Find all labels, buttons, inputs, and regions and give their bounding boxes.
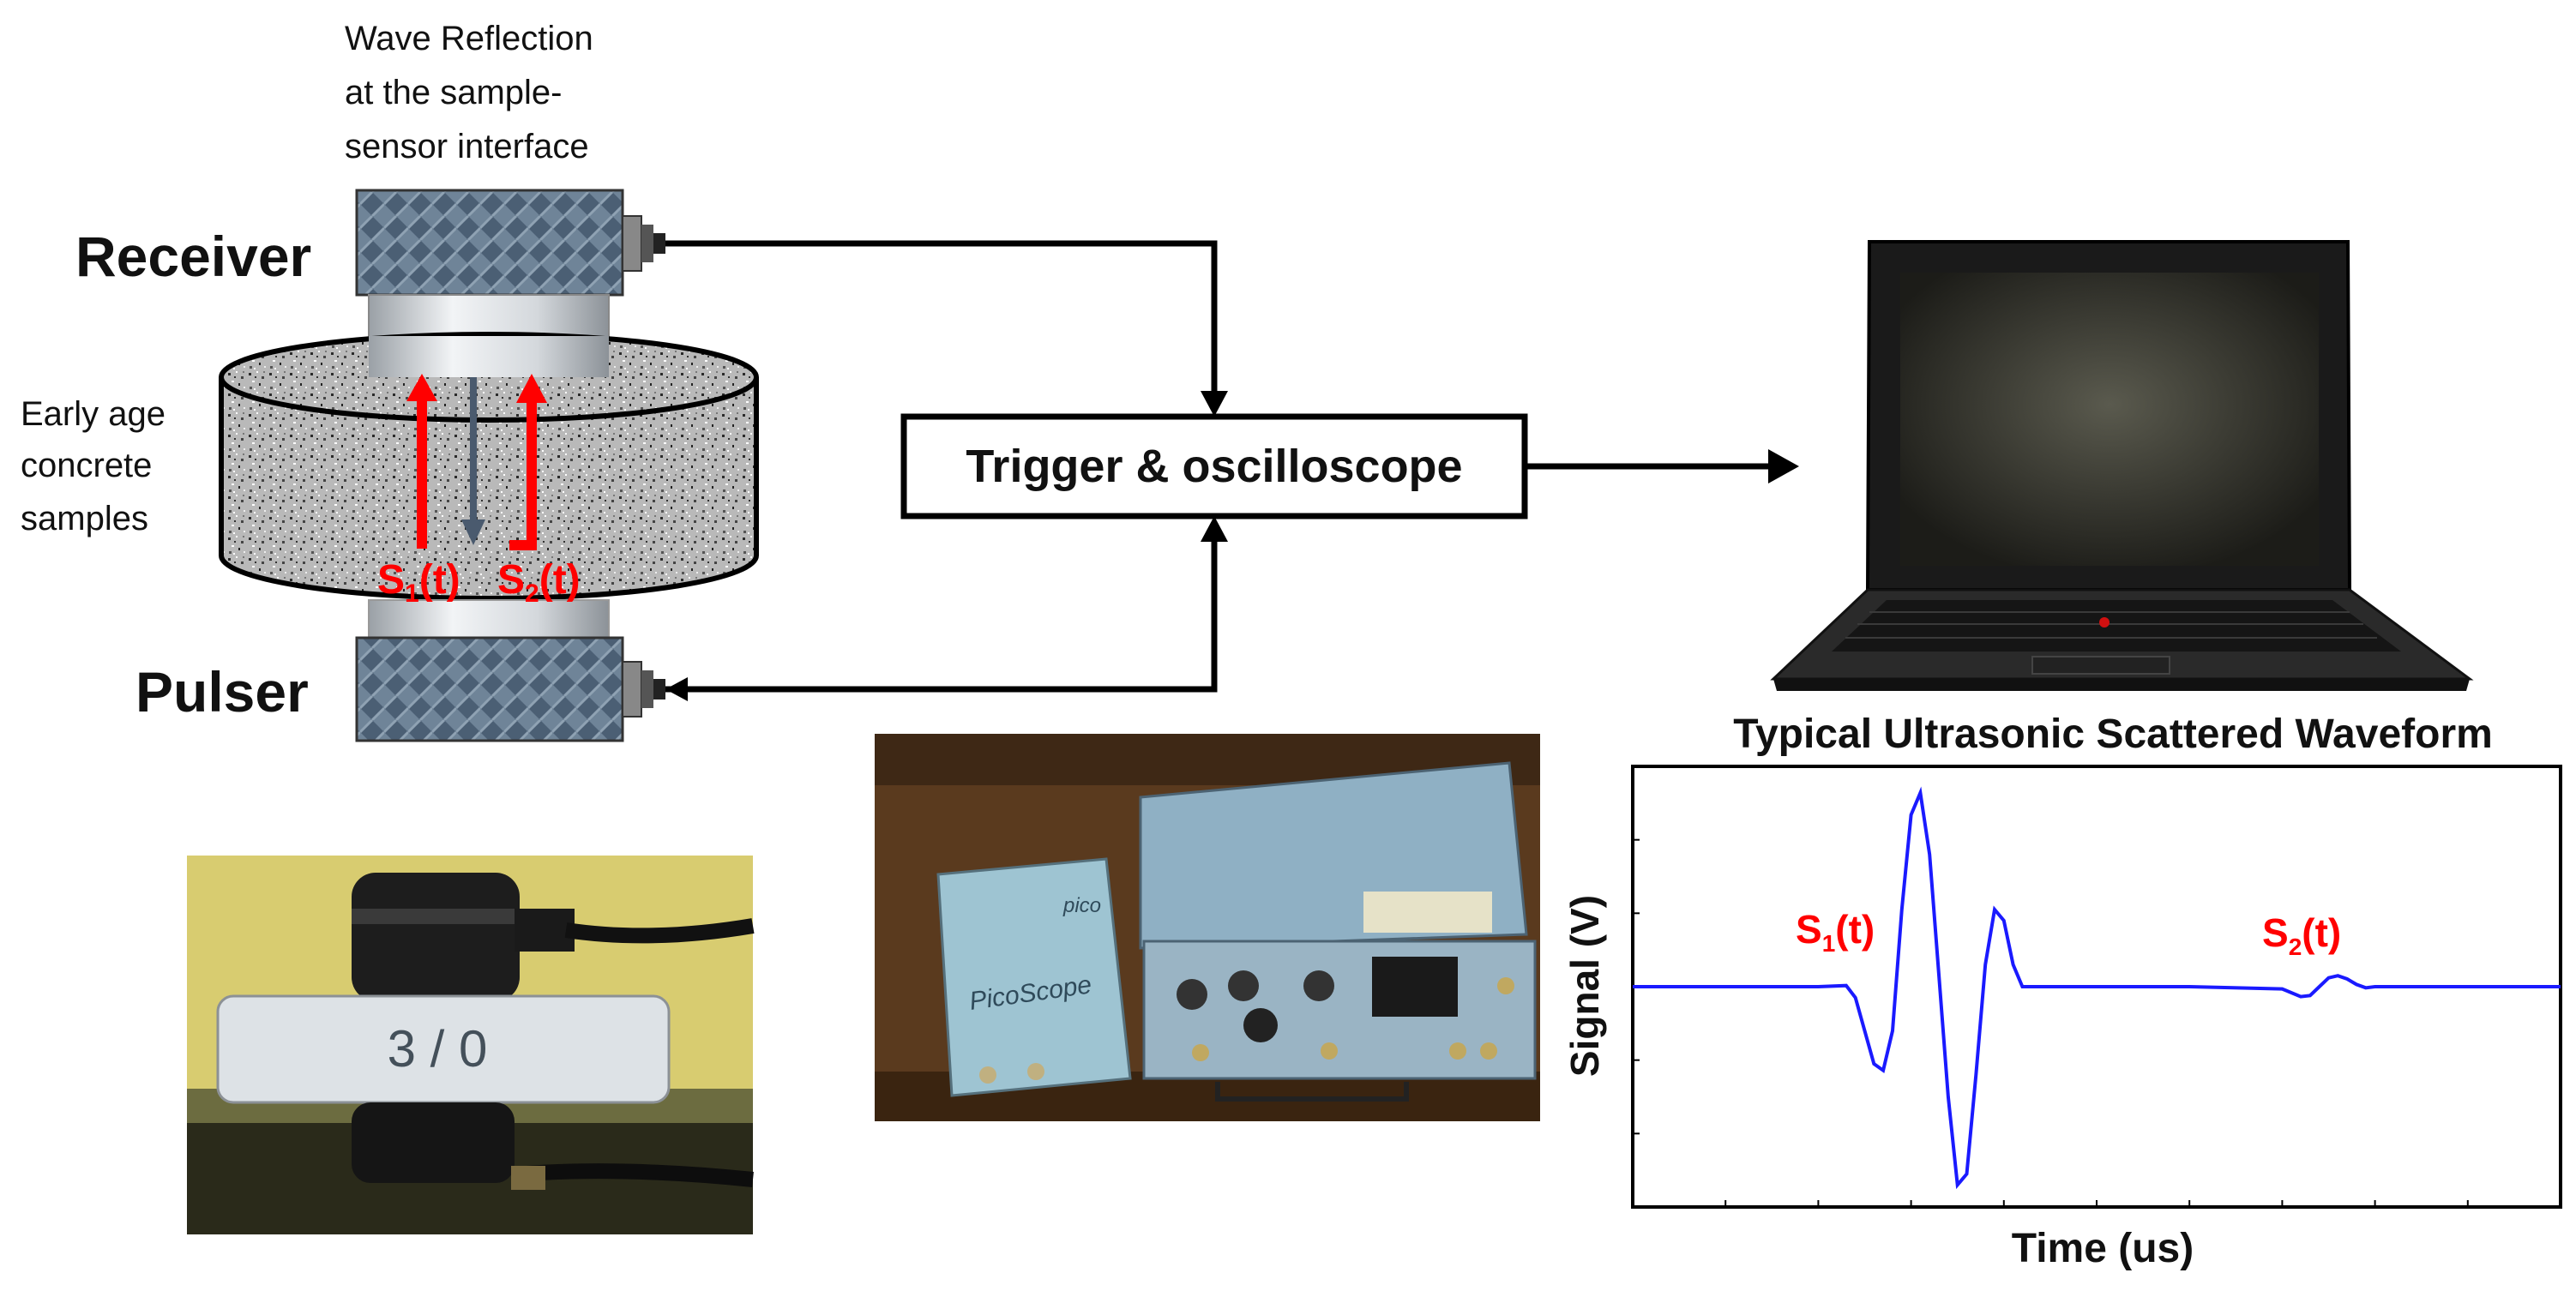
chart-ylabel: Signal (V) — [1562, 895, 1607, 1077]
svg-text:S2(t): S2(t) — [2262, 910, 2341, 960]
pulser-arrowhead — [665, 677, 688, 701]
pulser-label: Pulser — [135, 660, 309, 724]
to-laptop-arrowhead — [1768, 449, 1799, 483]
receiver-cable — [665, 240, 1218, 396]
svg-text:sensor interface: sensor interface — [345, 128, 589, 165]
svg-text:Trigger & oscilloscope: Trigger & oscilloscope — [966, 441, 1462, 492]
svg-text:Wave Reflection: Wave Reflection — [345, 20, 593, 57]
svg-text:S1(t): S1(t) — [377, 557, 460, 608]
receiver-label: Receiver — [75, 225, 311, 288]
svg-text:at the sample-: at the sample- — [345, 74, 562, 111]
waveform-line — [1633, 786, 2561, 1190]
s1-label: S1(t) — [377, 557, 460, 608]
concrete-sample — [219, 332, 759, 601]
pulser-transducer — [355, 599, 665, 742]
svg-text:concrete: concrete — [21, 447, 152, 484]
svg-text:S1(t): S1(t) — [1796, 907, 1875, 957]
equipment-photo: PicoScope pico — [875, 734, 1540, 1121]
samples-caption: Early age concrete samples — [21, 395, 166, 537]
chart-annotation-s2: S2(t) — [2262, 910, 2341, 960]
svg-text:Early age: Early age — [21, 395, 166, 433]
sample-photo: 3 / 0 — [187, 856, 755, 1234]
trigger-up-arrowhead — [1201, 516, 1228, 542]
wave-reflection-caption: Wave Reflection at the sample- sensor in… — [345, 20, 593, 165]
svg-text:pico: pico — [1062, 894, 1101, 917]
laptop-image — [1770, 240, 2474, 691]
svg-text:samples: samples — [21, 500, 148, 537]
chart-xlabel: Time (us) — [2012, 1226, 2194, 1271]
pulser-cable — [665, 540, 1218, 693]
chart-annotation-s1: S1(t) — [1796, 907, 1875, 957]
svg-text:3 / 0: 3 / 0 — [388, 1020, 488, 1078]
trigger-oscilloscope-box: Trigger & oscilloscope — [900, 413, 1528, 519]
s2-label: S2(t) — [497, 557, 581, 608]
receiver-arrowhead — [1201, 391, 1228, 417]
svg-text:S2(t): S2(t) — [497, 557, 581, 608]
chart-title: Typical Ultrasonic Scattered Waveform — [1733, 712, 2493, 757]
wave-path-arrows — [406, 374, 547, 550]
